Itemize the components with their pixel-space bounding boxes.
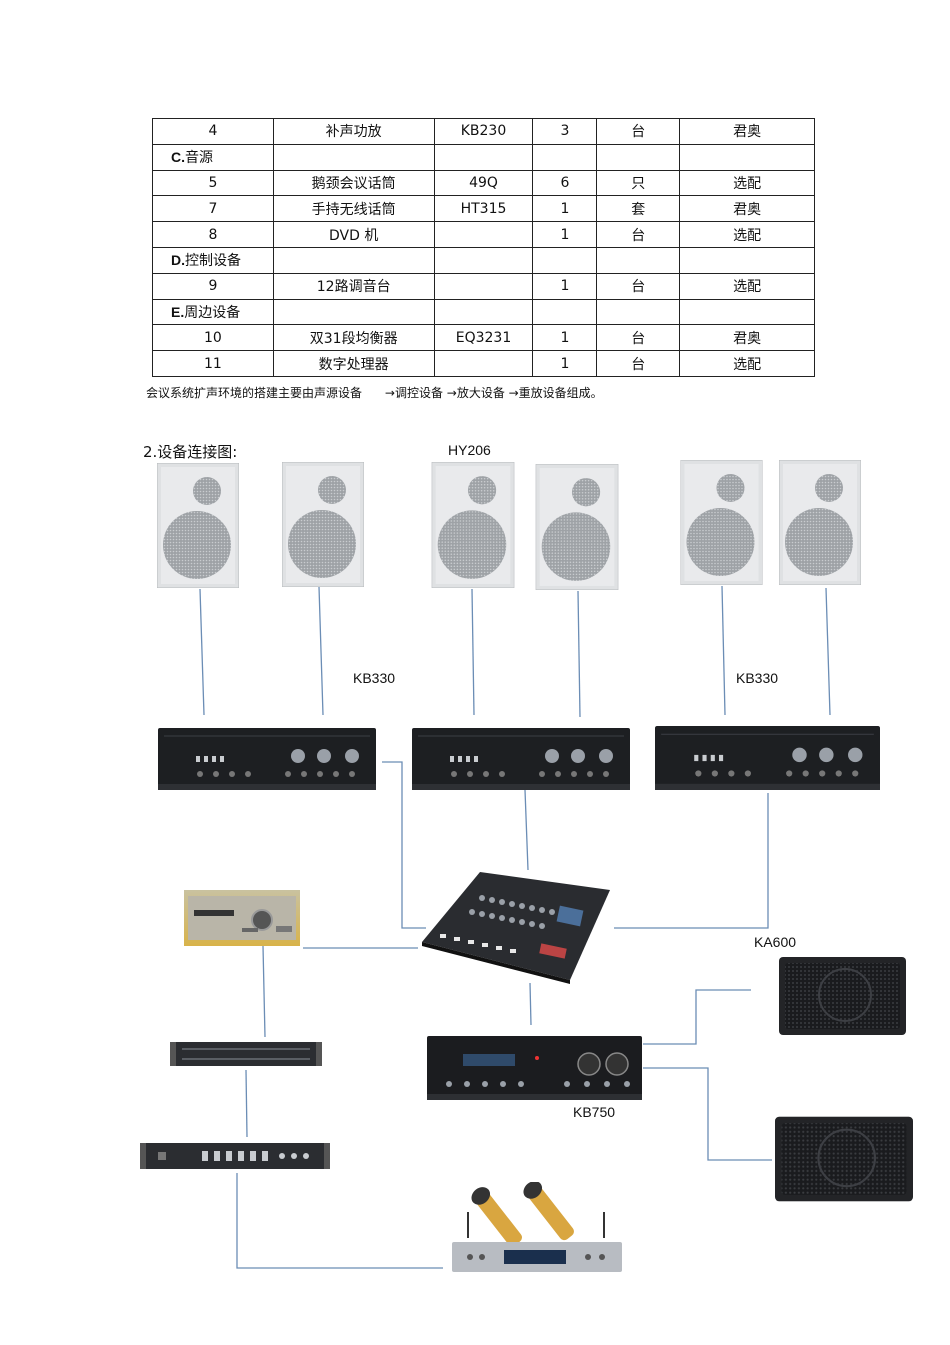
- wire-speaker5-amp3: [721, 585, 726, 716]
- column-speaker-3: [431, 462, 515, 588]
- empty-cell: [679, 246, 815, 274]
- cell-brand: 君奥: [679, 195, 815, 223]
- cell-model: [433, 350, 534, 377]
- cell-no: 7: [152, 195, 274, 223]
- section-heading: E.周边设备: [152, 298, 274, 326]
- wire-mixer-kb750: [529, 982, 532, 1026]
- cell-unit: 台: [596, 221, 681, 248]
- section-label: 周边设备: [184, 304, 241, 321]
- wire-amp3-mixer: [614, 793, 769, 929]
- amplifier-kb750: [427, 1036, 642, 1100]
- section-label: 音源: [185, 150, 213, 167]
- amplifier-kb330-1: [158, 728, 376, 790]
- cell-no: 5: [152, 169, 274, 197]
- cell-name: 手持无线话筒: [272, 195, 435, 223]
- amplifier-kb330-3: [654, 726, 881, 790]
- column-speaker-6: [779, 460, 861, 585]
- label-kb750: KB750: [573, 1104, 616, 1120]
- wire-kb750-ka600-top: [643, 989, 751, 1045]
- system-caption: 会议系统扩声环境的搭建主要由声源设备 →调控设备 →放大设备 →重放设备组成。: [146, 386, 603, 400]
- diagram-title: 2.设备连接图:: [143, 443, 238, 461]
- column-speaker-4: [535, 464, 619, 590]
- mixer-12ch: [422, 872, 610, 984]
- empty-cell: [433, 143, 534, 171]
- equalizer-eq3231: [170, 1042, 322, 1066]
- cell-model: HT315: [433, 195, 534, 223]
- cell-brand: 君奥: [679, 118, 815, 145]
- empty-cell: [596, 143, 681, 171]
- section-heading: D.控制设备: [152, 246, 274, 274]
- empty-cell: [272, 143, 435, 171]
- dvd-player: [184, 890, 300, 946]
- wire-amp1-mixer: [382, 761, 426, 929]
- label-kb330-right: KB330: [736, 670, 779, 686]
- wire-eq-processor: [245, 1069, 248, 1138]
- label-hy206: HY206: [448, 442, 491, 458]
- cell-name: 数字处理器: [272, 350, 435, 377]
- cell-no: 11: [152, 350, 274, 377]
- wire-dvd-eq: [262, 945, 266, 1038]
- wire-processor-wireless: [236, 1173, 443, 1269]
- cell-unit: 套: [596, 195, 681, 223]
- cell-brand: 选配: [679, 221, 815, 248]
- speaker-ka600-1: [779, 957, 906, 1035]
- cell-unit: 台: [596, 350, 681, 377]
- section-label: 控制设备: [185, 253, 241, 270]
- cell-qty: 1: [532, 272, 598, 300]
- amplifier-kb330-2: [411, 728, 631, 790]
- cell-no: 8: [152, 221, 274, 248]
- digital-processor: [140, 1143, 330, 1169]
- column-speaker-5: [680, 460, 763, 585]
- column-speaker-1: [157, 463, 239, 588]
- cell-unit: 台: [596, 324, 681, 352]
- cell-qty: 1: [532, 350, 598, 377]
- wire-speaker2-amp1: [318, 586, 324, 716]
- speaker-ka600-2: [775, 1116, 913, 1202]
- section-letter: C.: [171, 149, 185, 166]
- wire-kb750-ka600-bottom: [643, 1067, 772, 1161]
- section-letter: E.: [171, 303, 185, 320]
- cell-brand: 选配: [679, 169, 815, 197]
- section-heading: C.音源: [152, 143, 274, 171]
- section-row: D.控制设备: [152, 246, 815, 274]
- empty-cell: [272, 298, 435, 326]
- wire-speaker3-amp2: [471, 588, 475, 716]
- cell-qty: 6: [532, 169, 598, 197]
- cell-model: KB230: [433, 118, 534, 145]
- cell-unit: 台: [596, 272, 681, 300]
- empty-cell: [433, 298, 534, 326]
- wireless-microphone-ht315: [452, 1182, 622, 1272]
- wire-speaker6-amp3: [825, 587, 831, 716]
- cell-name: 双31段均衡器: [272, 324, 435, 352]
- cell-brand: 选配: [679, 350, 815, 377]
- label-kb330-left: KB330: [353, 670, 396, 686]
- cell-model: EQ3231: [433, 324, 534, 352]
- label-ka600: KA600: [754, 934, 797, 950]
- wire-amp2-mixer: [524, 789, 529, 871]
- section-row: C.音源: [152, 143, 815, 171]
- column-speaker-2: [282, 462, 364, 587]
- wire-speaker4-amp2: [577, 590, 581, 718]
- wire-speaker1-amp1: [199, 588, 205, 716]
- section-letter: D.: [171, 252, 185, 269]
- cell-model: 49Q: [433, 169, 534, 197]
- cell-unit: 只: [596, 169, 681, 197]
